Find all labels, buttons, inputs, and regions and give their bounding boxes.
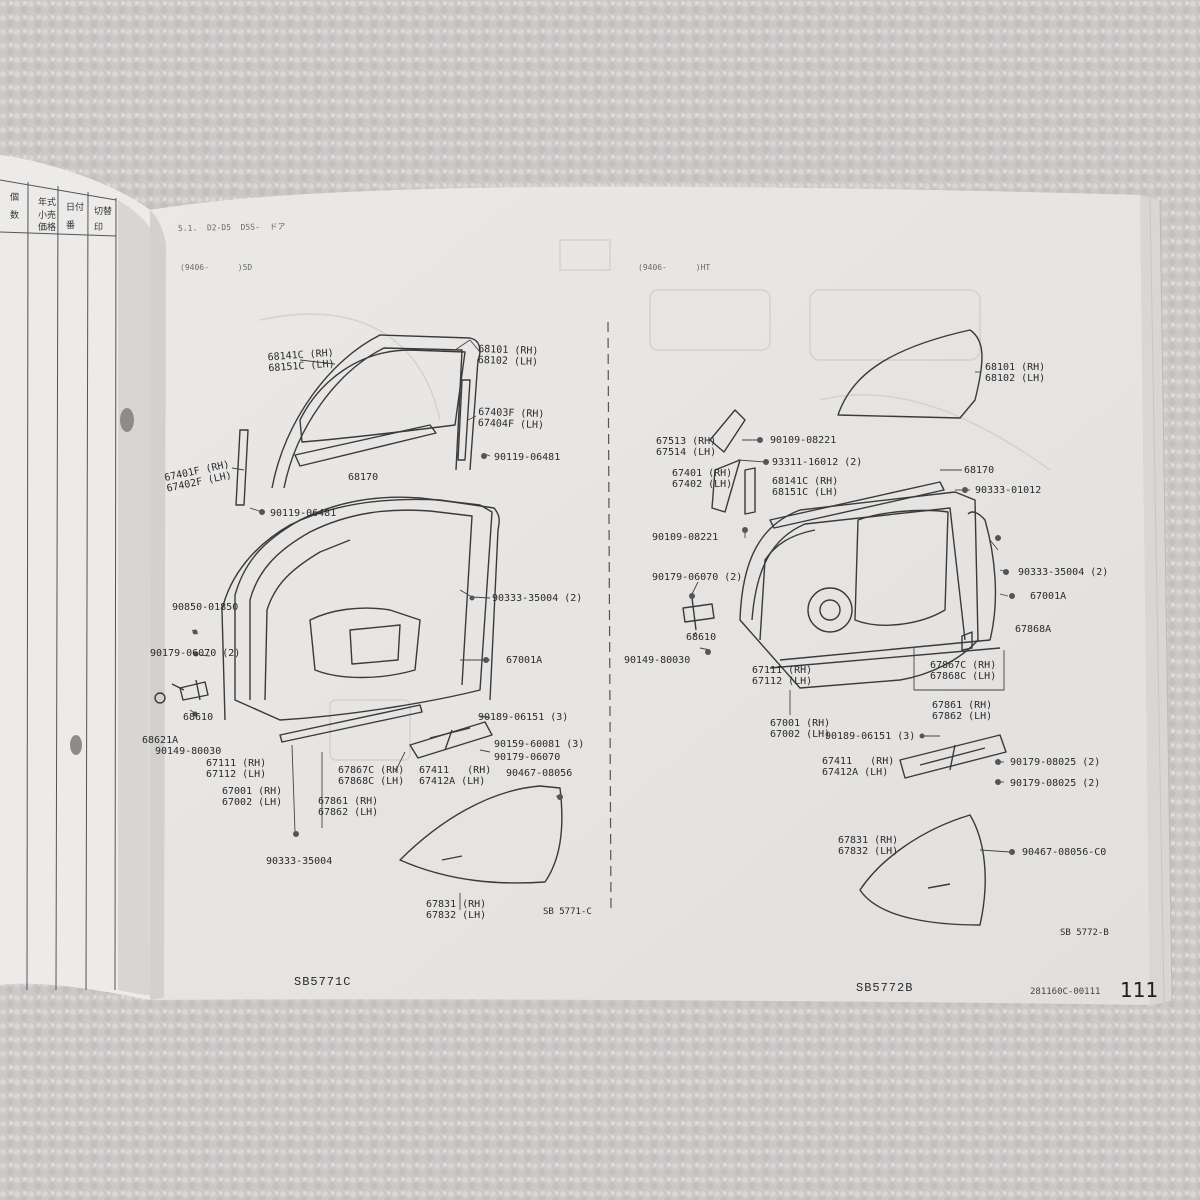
label-90119-b: 90119-06481: [270, 508, 337, 519]
window-regulator-ht: [899, 734, 1007, 779]
label-90179-a: 90179-06070 (2): [150, 648, 241, 659]
binding-holes: [70, 408, 134, 755]
label-r-67513: 67513 (RH) 67514 (LH): [656, 436, 717, 458]
page-code: 281160C-00111: [1030, 987, 1101, 997]
rocker-trim: [279, 704, 423, 743]
svg-text:数: 数: [10, 209, 19, 221]
label-r-68101: 68101 (RH) 68102 (LH): [985, 362, 1046, 384]
label-r-90179-c: 90179-08025 (2): [1010, 778, 1101, 789]
label-68170: 68170: [348, 472, 379, 483]
svg-text:価格: 価格: [38, 221, 56, 233]
label-r-68610: 68610: [686, 632, 717, 643]
label-r-67868A: 67868A: [1015, 624, 1052, 635]
label-67403F: 67403F (RH) 67404F (LH): [477, 406, 545, 432]
svg-text:個: 個: [10, 191, 19, 203]
ref-right: SB 5772-B: [1060, 928, 1109, 938]
sheet-code-right: SB5772B: [856, 981, 914, 995]
label-r-90149: 90149-80030: [624, 655, 691, 666]
door-glass-ht: [837, 329, 983, 419]
door-body-ht: [739, 491, 979, 689]
label-90333-a: 90333-35004 (2): [492, 593, 583, 604]
label-r-90109-b: 90109-08221: [652, 532, 719, 543]
access-cover-ht: [859, 814, 986, 926]
svg-text:番: 番: [66, 219, 75, 231]
belt-molding-ht: [769, 481, 945, 529]
window-regulator: [409, 721, 493, 759]
label-90179-b: 90179-06070: [494, 752, 561, 763]
access-cover: [399, 785, 563, 884]
svg-text:年式: 年式: [38, 196, 56, 208]
label-r-90179-a: 90179-06070 (2): [652, 572, 743, 583]
label-r-90467: 90467-08056-C0: [1022, 847, 1107, 858]
range-right: (9406- )HT: [638, 263, 711, 272]
label-68621A: 68621A: [142, 735, 179, 746]
page-edges: [1140, 195, 1173, 1006]
right-door-diagram: [682, 329, 1015, 926]
glass-run-frame: [271, 334, 481, 489]
label-68101: 68101 (RH) 68102 (LH): [477, 343, 539, 369]
label-90467: 90467-08056: [506, 768, 573, 779]
left-door-diagram: [154, 334, 563, 910]
svg-text:印: 印: [94, 221, 103, 233]
label-r-90333-a: 90333-01012: [975, 485, 1042, 496]
front-channel-ht: [711, 459, 741, 513]
label-67111: 67111 (RH) 67112 (LH): [206, 758, 267, 780]
door-glass: [299, 349, 466, 443]
door-hinge-ht: [682, 603, 715, 623]
label-90189: 90189-06151 (3): [478, 712, 569, 723]
label-r-67831: 67831 (RH) 67832 (LH): [838, 835, 899, 857]
left-page-table: [0, 179, 117, 991]
label-67411: 67411 (RH) 67412A (LH): [419, 765, 492, 787]
label-r-67001: 67001 (RH) 67002 (LH): [770, 718, 831, 740]
sheet-code-left: SB5771C: [294, 975, 352, 989]
label-90149: 90149-80030: [155, 746, 222, 757]
svg-text:小売: 小売: [38, 209, 56, 221]
label-67867C: 67867C (RH) 67868C (LH): [338, 765, 405, 787]
rear-channel: [457, 379, 471, 461]
label-r-90189: 90189-06151 (3): [825, 731, 916, 742]
running-header-left: 5.1. D2-D5 D5S- ドア: [177, 222, 286, 233]
vent-frame: [709, 409, 746, 453]
label-r-90179-b: 90179-08025 (2): [1010, 757, 1101, 768]
label-68610: 68610: [183, 712, 214, 723]
catalog-page: [149, 186, 1150, 1005]
label-68141C: 68141C (RH) 68151C (LH): [267, 347, 335, 375]
column-divider: [607, 321, 612, 913]
svg-text:日付: 日付: [66, 202, 84, 213]
label-67001A: 67001A: [506, 655, 543, 666]
front-channel: [235, 429, 249, 506]
label-67001: 67001 (RH) 67002 (LH): [222, 786, 283, 808]
weatherstrip: [221, 498, 500, 721]
label-r-68141C: 68141C (RH) 68151C (LH): [772, 476, 839, 498]
ref-left: SB 5771-C: [543, 907, 592, 917]
svg-text:切替: 切替: [94, 205, 112, 217]
label-90333-b: 90333-35004: [266, 856, 333, 867]
range-left: (9406- )5D: [180, 263, 253, 272]
label-90850: 90850-01850: [172, 602, 239, 613]
label-r-67411: 67411 (RH) 67412A (LH): [822, 756, 895, 778]
page-number: 111: [1120, 978, 1159, 1002]
label-r-68170: 68170: [964, 465, 995, 476]
bleed-through: [259, 239, 1051, 761]
label-r-67111: 67111 (RH) 67112 (LH): [752, 665, 813, 687]
label-r-67401: 67401 (RH) 67402 (LH): [672, 468, 733, 490]
label-67861: 67861 (RH) 67862 (LH): [318, 796, 379, 818]
label-r-67001A: 67001A: [1030, 591, 1067, 602]
door-body: [234, 496, 493, 721]
weatherstrip-ht: [779, 511, 997, 661]
label-r-90109-a: 90109-08221: [770, 435, 837, 446]
belt-molding: [294, 424, 437, 467]
label-r-67861: 67861 (RH) 67862 (LH): [932, 700, 993, 722]
label-r-93311: 93311-16012 (2): [772, 457, 863, 468]
label-r-67867C: 67867C (RH) 67868C (LH): [930, 660, 997, 682]
label-67831: 67831 (RH) 67832 (LH): [426, 899, 487, 921]
left-page: [0, 155, 151, 1000]
label-90159: 90159-60081 (3): [494, 739, 585, 750]
label-r-90333-b: 90333-35004 (2): [1018, 567, 1109, 578]
label-90119-a: 90119-06481: [494, 452, 561, 463]
